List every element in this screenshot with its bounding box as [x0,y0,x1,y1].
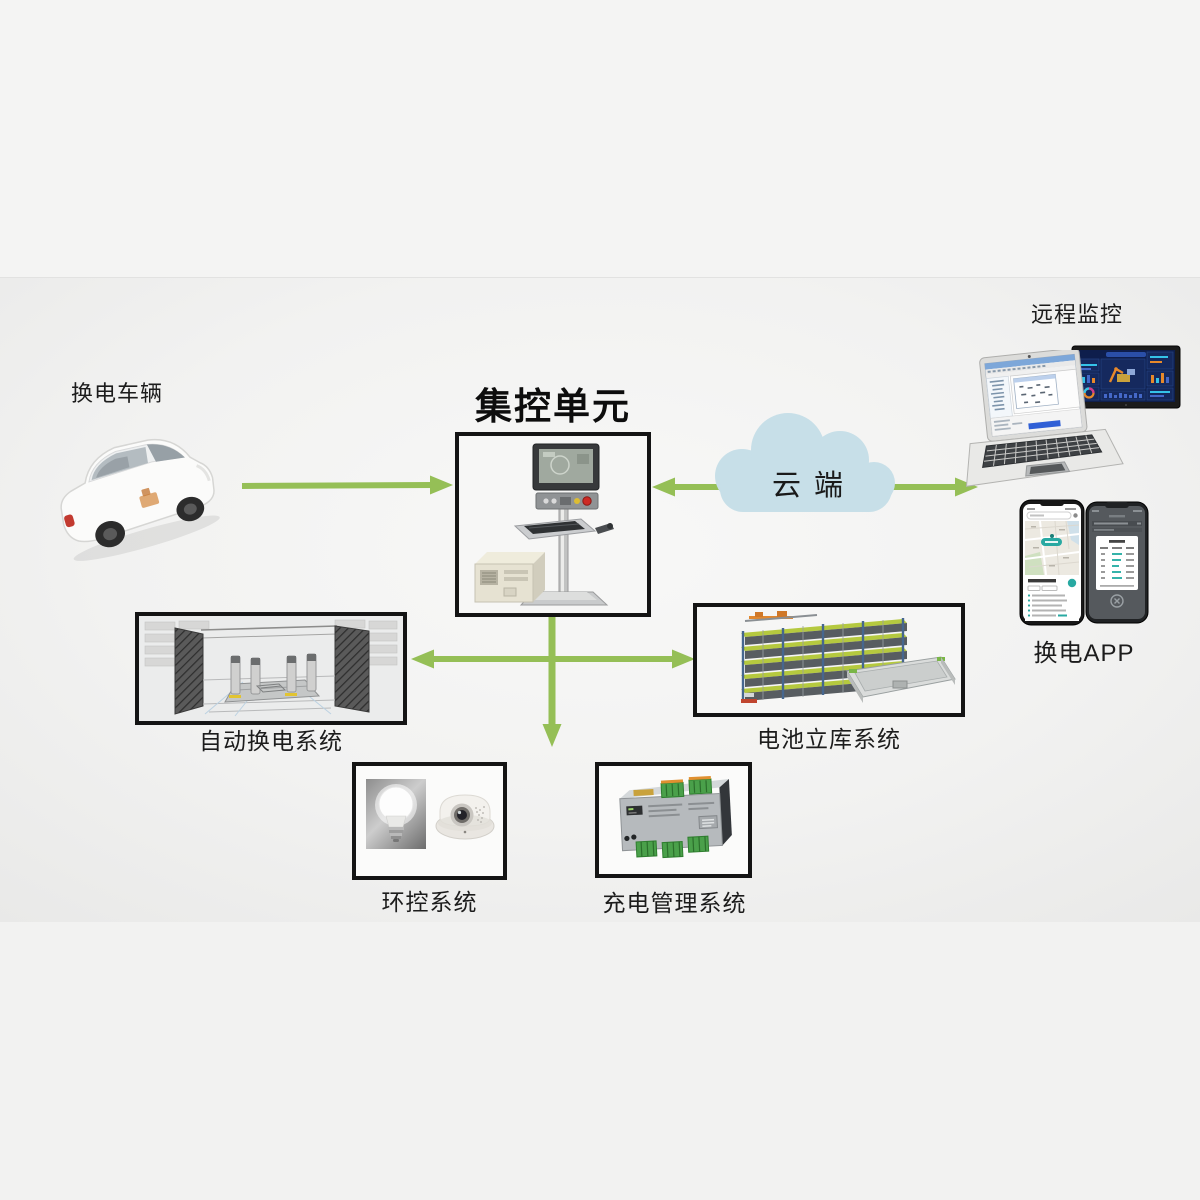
plc-controller-illustration [619,775,732,859]
car-illustration [60,438,220,561]
background-lower [0,922,1200,1200]
light-bulb-background [366,779,426,849]
vehicle-label: 换电车辆 [70,381,163,406]
arrow-left-right-systems [411,649,695,669]
laptop-illustration [965,350,1124,487]
arrow-central-down [542,617,562,747]
environment-control-box [352,762,507,880]
phone-list-illustration [1085,501,1149,624]
battery-warehouse-box [693,603,965,717]
phone-map-illustration [1019,499,1085,626]
cloud-label: 云端 [772,470,857,502]
charging-management-box [595,762,752,878]
env-control-label: 环控系统 [381,889,478,915]
dome-camera-illustration [435,794,495,840]
swap-station-illustration [139,616,403,721]
cloud-shape [715,413,895,512]
remote-monitoring-label: 远程监控 [1030,302,1123,327]
battery-rack-illustration [697,607,961,713]
swap-app-label: 换电APP [1033,640,1135,667]
page-title: 集控单元 [475,386,631,427]
auto-swap-box [135,612,407,725]
central-unit-box [455,432,651,617]
battery-warehouse-label: 电池立库系统 [757,726,901,752]
arrow-vehicle-to-central [241,475,453,495]
control-kiosk-illustration [474,443,614,606]
charging-mgmt-label: 充电管理系统 [602,890,747,916]
auto-swap-label: 自动换电系统 [199,728,343,754]
light-bulb-illustration [375,784,417,842]
dashboard-monitor-illustration [1071,345,1181,409]
